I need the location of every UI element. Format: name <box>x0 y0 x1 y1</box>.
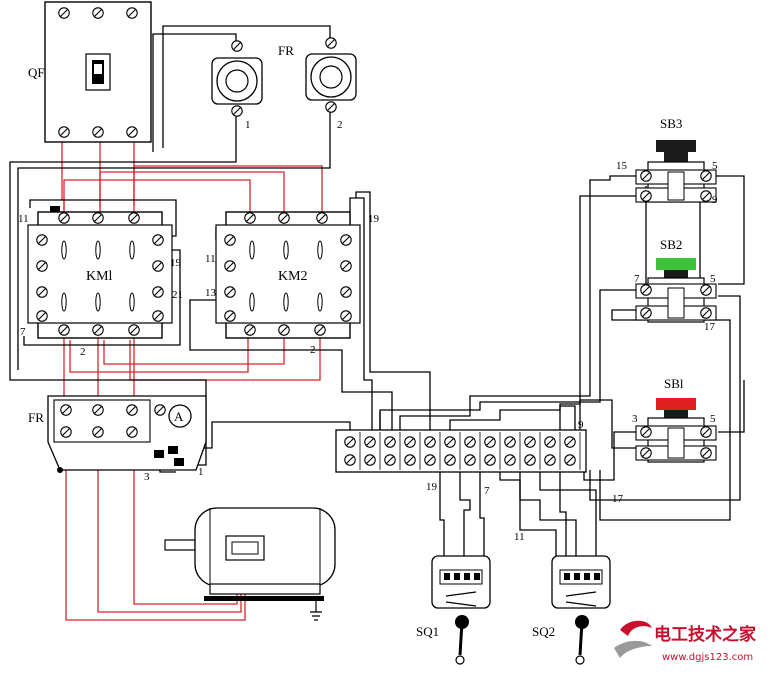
terminal-screw <box>384 454 396 466</box>
tb-terminal-7: 7 <box>484 485 490 497</box>
sq2-limit-switch <box>551 555 611 665</box>
sb2-label: SB2 <box>660 237 682 252</box>
terminal-screw <box>364 454 376 466</box>
terminal-screw <box>544 454 556 466</box>
control-wires <box>9 25 745 556</box>
sb2-terminal-5: 5 <box>710 273 716 285</box>
watermark: 电工技术之家 www.dgjs123.com <box>614 620 756 663</box>
tb-terminal-11: 11 <box>514 531 525 543</box>
km2-terminal-2: 2 <box>310 344 316 356</box>
terminal-screw <box>344 454 356 466</box>
sq1-limit-switch <box>431 555 491 665</box>
terminal-screw <box>504 454 516 466</box>
sq2-label: SQ2 <box>532 624 555 639</box>
terminal-screw <box>484 454 496 466</box>
terminal-screw <box>424 454 436 466</box>
qf-breaker <box>44 1 152 143</box>
fuse-2-terminal: 2 <box>337 119 343 131</box>
terminal-block <box>335 429 587 473</box>
tb-terminal-9: 9 <box>578 419 584 431</box>
terminal-screw <box>344 436 356 448</box>
terminal-screw <box>444 436 456 448</box>
fr-thermal-relay <box>47 395 207 473</box>
sb3-terminal-15: 15 <box>616 160 628 172</box>
km1-terminal-11: 11 <box>18 213 29 225</box>
terminal-screw <box>524 436 536 448</box>
fr-top-label: FR <box>278 43 294 58</box>
km1-terminal-2: 2 <box>80 346 86 358</box>
wire-label-19-top: 19 <box>368 213 380 225</box>
sb1-terminal-5: 5 <box>710 413 716 425</box>
sb2-terminal-17: 17 <box>704 321 716 333</box>
km2-terminal-11: 11 <box>205 253 216 265</box>
km1-terminal-21: 21 <box>172 289 183 301</box>
sb1-button <box>635 398 717 463</box>
qf-label: QF <box>28 65 45 80</box>
terminal-screw <box>504 436 516 448</box>
tb-terminal-19: 19 <box>426 481 438 493</box>
fr-terminal-1: 1 <box>198 466 204 478</box>
sb2-button <box>635 258 717 323</box>
terminal-screw <box>484 436 496 448</box>
sb3-button <box>635 140 717 203</box>
km1-terminal-7: 7 <box>20 326 26 338</box>
fr-terminal-3: 3 <box>144 471 150 483</box>
terminal-screw <box>564 436 576 448</box>
fuse-2 <box>305 37 357 113</box>
terminal-screw <box>404 454 416 466</box>
km2-contactor <box>215 211 361 339</box>
terminal-screw <box>464 436 476 448</box>
ammeter: A <box>168 404 192 428</box>
sb1-terminal-3: 3 <box>632 413 638 425</box>
sb3-label: SB3 <box>660 116 682 131</box>
motor <box>164 507 336 621</box>
terminal-screw <box>524 454 536 466</box>
fuse-1 <box>211 40 263 117</box>
terminal-screw <box>384 436 396 448</box>
sq1-label: SQ1 <box>416 624 439 639</box>
terminal-screw <box>544 436 556 448</box>
terminal-screw <box>444 454 456 466</box>
terminal-screw <box>564 454 576 466</box>
km1-contactor <box>27 206 173 339</box>
watermark-logo-icon <box>614 620 652 658</box>
km2-label: KM2 <box>278 269 308 284</box>
km1-terminal-19: 19 <box>170 257 182 269</box>
km2-terminal-13: 13 <box>205 287 217 299</box>
sb3-terminal-5: 5 <box>712 160 718 172</box>
terminal-screw <box>364 436 376 448</box>
terminal-screw <box>464 454 476 466</box>
ammeter-label: A <box>174 409 184 424</box>
fuse-1-terminal: 1 <box>245 119 251 131</box>
terminal-screw <box>424 436 436 448</box>
watermark-title: 电工技术之家 <box>654 624 756 645</box>
tb-terminal-17: 17 <box>612 493 624 505</box>
watermark-url: www.dgjs123.com <box>662 652 753 663</box>
fr-bottom-label: FR <box>28 410 44 425</box>
km1-label: KMl <box>86 269 113 284</box>
sb2-terminal-7: 7 <box>634 273 640 285</box>
sb1-label: SBl <box>664 376 684 391</box>
sb3-terminal-9: 9 <box>712 194 718 206</box>
terminal-screw <box>404 436 416 448</box>
